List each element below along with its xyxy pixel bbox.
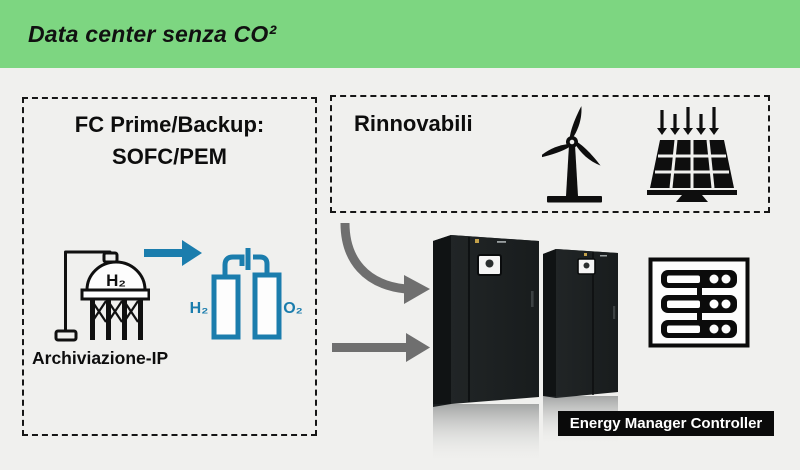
tank-h2-label: H₂	[106, 271, 126, 290]
straight-arrow	[332, 333, 430, 362]
flow-arrow-icon	[144, 240, 202, 266]
fc-prime-backup-box: FC Prime/Backup: SOFC/PEM	[22, 97, 317, 436]
flow-arrows	[332, 222, 430, 362]
h2-storage-tank-icon: H₂	[54, 250, 150, 342]
renewables-box: Rinnovabili	[330, 95, 770, 213]
wind-turbine-icon	[542, 106, 602, 203]
server-rack-icon	[648, 257, 750, 348]
fc-box-title: FC Prime/Backup: SOFC/PEM	[24, 109, 315, 173]
header-bar: Data center senza CO²	[0, 0, 800, 68]
electrolyzer-cylinders-icon: H₂ O₂	[190, 248, 303, 340]
page-title: Data center senza CO²	[28, 20, 277, 47]
ups-cabinets	[433, 235, 618, 464]
fc-box-title-line2: SOFC/PEM	[112, 144, 227, 169]
energy-manager-controller-label: Energy Manager Controller	[558, 411, 774, 436]
solar-panel-icon	[647, 107, 737, 202]
storage-label: Archiviazione-IP	[32, 348, 169, 368]
ups-cabinet-front	[433, 235, 539, 464]
electrolyzer-h2-label: H₂	[190, 300, 209, 317]
fc-box-title-line1: FC Prime/Backup:	[74, 112, 265, 137]
energy-manager-controller-text: Energy Manager Controller	[569, 415, 763, 432]
electrolyzer-o2-label: O₂	[283, 300, 303, 317]
curved-arrow	[340, 222, 430, 304]
ups-cabinet-rear	[543, 249, 618, 446]
renewables-title: Rinnovabili	[354, 111, 473, 136]
